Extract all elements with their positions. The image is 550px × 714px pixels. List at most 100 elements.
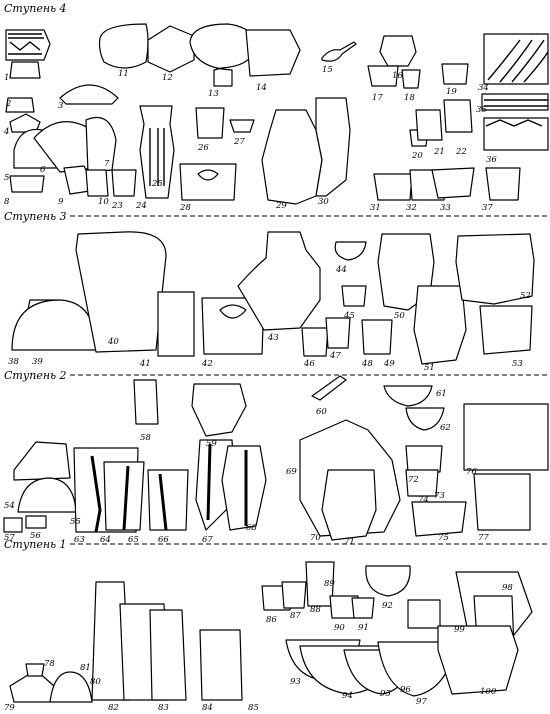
vessel — [463, 403, 549, 471]
vessel — [179, 163, 237, 201]
figure-number: 25 — [151, 179, 163, 189]
vessel — [321, 469, 377, 541]
figure-number: 86 — [266, 615, 277, 625]
vessel — [437, 625, 519, 695]
vessel — [411, 501, 467, 537]
figure-number: 81 — [80, 663, 91, 673]
stage-4-vessels — [5, 23, 549, 205]
figure-number: 50 — [394, 311, 405, 321]
vessel-wall — [122, 465, 130, 531]
figure-number: 83 — [158, 703, 169, 713]
vessel — [315, 97, 351, 197]
vessel — [443, 99, 473, 133]
figure-number: 97 — [416, 697, 427, 707]
figure-number: 4 — [3, 127, 9, 137]
vessel — [383, 385, 433, 407]
figure-number: 65 — [128, 535, 139, 545]
figure-number: 95 — [380, 689, 391, 699]
figure-number: 38 — [8, 357, 19, 367]
figure-number: 8 — [4, 197, 10, 207]
vessel — [147, 25, 195, 73]
figure-number: 73 — [434, 491, 445, 501]
figure-number: 75 — [438, 533, 449, 543]
figure-number: 36 — [486, 155, 497, 165]
figure-number: 21 — [433, 147, 445, 157]
figure-number: 78 — [44, 659, 55, 669]
vessel-ornament — [485, 119, 543, 127]
figure-number: 45 — [343, 311, 355, 321]
vessel — [98, 23, 149, 69]
figure-number: 13 — [208, 89, 219, 99]
figure-number: 17 — [372, 93, 383, 103]
vessel — [379, 35, 417, 67]
vessel — [405, 445, 443, 473]
figure-number: 57 — [4, 533, 15, 543]
vessel — [13, 441, 71, 481]
figure-number: 11 — [118, 69, 129, 79]
vessel — [9, 61, 41, 79]
vessel — [334, 241, 367, 261]
figure-number: 23 — [111, 201, 123, 211]
figure-number: 41 — [139, 359, 151, 369]
vessel — [485, 167, 521, 201]
vessel — [229, 119, 255, 133]
vessel — [189, 23, 256, 87]
figure-number: 34 — [478, 83, 489, 93]
vessel-wall — [158, 473, 168, 531]
figure-number: 76 — [466, 467, 477, 477]
figure-number: 42 — [201, 359, 213, 369]
figure-number: 87 — [290, 611, 301, 621]
figure-number: 61 — [436, 389, 447, 399]
stage-1-heading: Ступень 1 — [4, 538, 67, 551]
figure-number: 46 — [303, 359, 315, 369]
vessel — [219, 304, 247, 319]
figure-number: 82 — [108, 703, 119, 713]
figure-number: 10 — [98, 197, 109, 207]
figure-number: 70 — [310, 533, 321, 543]
vessel — [245, 29, 301, 77]
figure-number: 91 — [358, 623, 369, 633]
vessel — [25, 515, 47, 529]
vessel — [473, 473, 531, 531]
vessel — [367, 65, 399, 87]
vessel — [365, 565, 411, 597]
figure-number: 2 — [5, 99, 11, 109]
vessel — [147, 469, 189, 531]
figure-number: 37 — [482, 203, 493, 213]
figure-number: 96 — [400, 685, 411, 695]
vessel-wall — [206, 443, 212, 521]
vessel — [195, 107, 225, 139]
figure-number: 71 — [344, 537, 355, 547]
vessel — [221, 445, 267, 531]
figure-number: 52 — [520, 291, 531, 301]
vessel-ornament — [149, 128, 165, 186]
vessel — [413, 285, 467, 365]
vessel — [9, 175, 45, 193]
vessel — [361, 319, 393, 355]
vessel — [325, 317, 351, 349]
figure-number: 90 — [334, 623, 345, 633]
figure-number: 27 — [233, 137, 245, 147]
figure-number: 18 — [404, 93, 415, 103]
figure-number: 55 — [70, 517, 81, 527]
figure-number: 92 — [382, 601, 393, 611]
figure-number: 6 — [40, 165, 46, 175]
figure-number: 9 — [58, 197, 64, 207]
vessel — [85, 169, 109, 197]
figure-number: 62 — [440, 423, 451, 433]
figure-number: 31 — [370, 203, 381, 213]
vessel — [49, 671, 93, 703]
stage-4-heading: Ступень 4 — [4, 2, 67, 15]
figure-number: 54 — [4, 501, 15, 511]
stage-2-heading: Ступень 2 — [4, 369, 67, 382]
stage-2-vessels — [3, 375, 549, 541]
vessel — [199, 629, 243, 701]
vessel — [373, 173, 413, 201]
figure-number: 3 — [58, 101, 63, 111]
figure-number: 56 — [30, 531, 41, 541]
figure-number: 85 — [248, 703, 259, 713]
figure-number: 43 — [267, 333, 279, 343]
vessel — [157, 291, 195, 357]
vessel — [11, 299, 97, 351]
